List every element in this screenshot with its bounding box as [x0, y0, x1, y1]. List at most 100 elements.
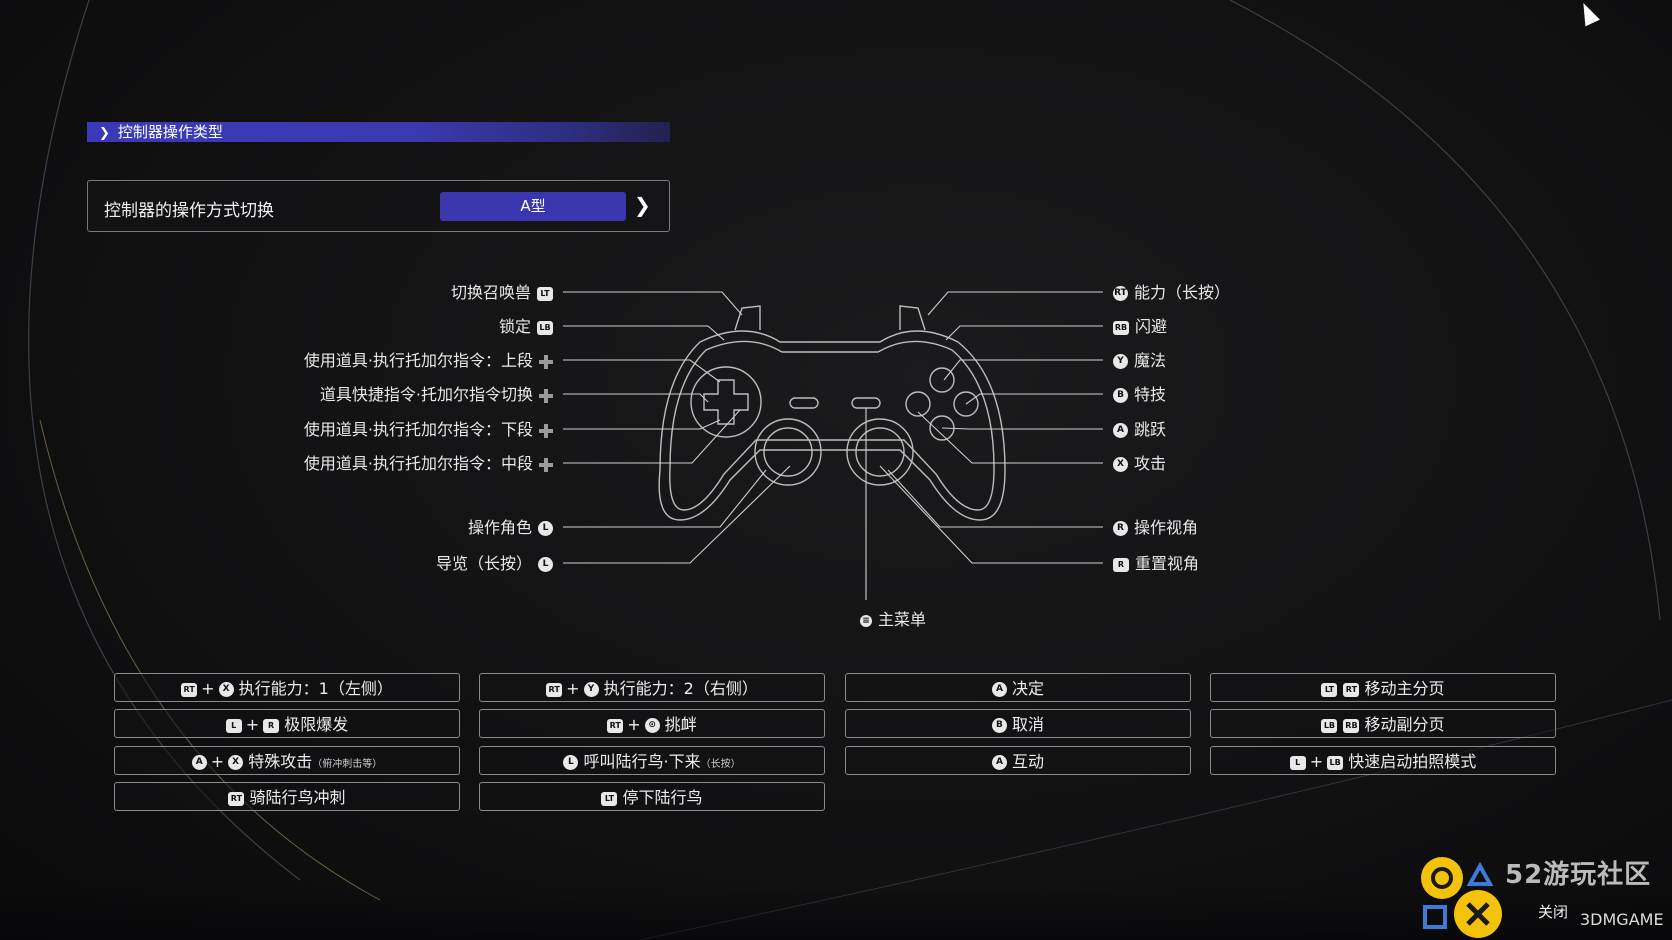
cmd-text: 骑陆行鸟冲刺 [249, 788, 346, 807]
toggle-label: 控制器的操作方式切换 [104, 201, 274, 221]
a-button-icon: A [1113, 423, 1128, 438]
gamepad-body-inner [669, 340, 995, 511]
rb-button-icon: RB [1343, 718, 1360, 733]
dpad-cross [703, 379, 749, 425]
left-stick-outer [754, 418, 822, 486]
toggle-value[interactable]: A型 [440, 192, 626, 221]
cmd-text: 快速启动拍照模式 [1348, 752, 1477, 771]
a-button-icon: A [191, 755, 207, 770]
label-item-switch: 道具快捷指令·托加尔指令切换 [320, 384, 553, 406]
rt-button-icon: RT [181, 682, 198, 697]
right-stick-icon: R [1113, 521, 1128, 536]
label-item-upper: 使用道具·执行托加尔指令：上段 [304, 350, 553, 372]
left-stick-press-icon: L [1289, 755, 1306, 770]
label-text: 闪避 [1135, 317, 1168, 336]
section-header: ❯ 控制器操作类型 [87, 122, 670, 142]
arc-right [1229, 0, 1661, 621]
right-trigger [899, 305, 926, 331]
right-stick-press-icon: R [263, 718, 280, 733]
label-guide: 导览（长按）L [436, 553, 553, 575]
playstation-shapes-icon [1421, 857, 1502, 938]
y-button-icon: Y [583, 682, 599, 697]
rt-button-icon: RT [607, 718, 624, 733]
x-button-icon: X [1113, 457, 1128, 472]
rb-button-icon: RB [1113, 320, 1129, 335]
lb-button-icon: LB [537, 320, 553, 335]
cmd-text: 停下陆行鸟 [622, 788, 703, 807]
label-text: 主菜单 [878, 610, 927, 629]
label-main-menu: ≡ 主菜单 [860, 609, 926, 631]
cmd-taunt: RT+⊙ 挑衅 [479, 709, 825, 738]
cmd-text: 决定 [1012, 679, 1045, 698]
label-lock-on: 锁定 LB [499, 316, 553, 338]
label-dodge: RB 闪避 [1113, 316, 1167, 338]
face-x [905, 391, 931, 417]
lt-button-icon: LT [601, 791, 618, 806]
cmd-text: 挑衅 [664, 715, 697, 734]
label-text: 能力（长按） [1134, 283, 1231, 302]
next-arrow-icon[interactable]: ❯ [634, 193, 651, 217]
x-button-icon: X [228, 755, 244, 770]
close-hint[interactable]: 关闭 [1538, 901, 1568, 922]
label-text: 操作视角 [1134, 518, 1199, 537]
dpad-down-icon [539, 423, 553, 438]
label-text: 道具快捷指令·托加尔指令切换 [319, 385, 533, 404]
label-text: 特技 [1134, 385, 1167, 404]
menu-button-icon: ≡ [860, 614, 872, 627]
label-text: 使用道具·执行托加尔指令：中段 [303, 454, 533, 473]
dpad-left-icon [539, 388, 553, 403]
right-stick-press-icon: R [1113, 557, 1129, 572]
left-stick-inner [763, 427, 813, 477]
label-text: 锁定 [498, 317, 531, 336]
left-trigger [734, 305, 761, 331]
menu-button [851, 397, 881, 409]
label-camera: R 操作视角 [1113, 517, 1198, 539]
cmd-cancel: B 取消 [845, 709, 1191, 738]
rt-button-icon: RT [546, 682, 563, 697]
control-type-toggle[interactable]: 控制器的操作方式切换 A型 ❯ [87, 180, 670, 232]
arc-left [28, 0, 301, 881]
cmd-limit-break: L+R 极限爆发 [114, 709, 460, 738]
right-stick-outer [846, 418, 914, 486]
cmd-text: 极限爆发 [284, 715, 349, 734]
cmd-text: 呼叫陆行鸟·下来 [583, 752, 701, 771]
label-item-middle: 使用道具·执行托加尔指令：中段 [304, 453, 553, 475]
cmd-text: 取消 [1012, 715, 1045, 734]
cmd-text: 执行能力：1（左侧） [238, 679, 393, 698]
b-button-icon: B [991, 718, 1007, 733]
cmd-text: 移动主分页 [1364, 679, 1445, 698]
cmd-text: 执行能力：2（右侧） [603, 679, 758, 698]
chevron-right-icon: ❯ [99, 126, 110, 141]
brand-name: 3DMGAME [1580, 910, 1664, 929]
rt-button-icon: RT [1343, 682, 1360, 697]
label-text: 攻击 [1134, 454, 1167, 473]
view-button-icon: ⊙ [644, 718, 660, 733]
y-button-icon: Y [1113, 354, 1128, 369]
dpad-up-icon [539, 354, 553, 369]
lb-button-icon: LB [1321, 718, 1338, 733]
cmd-confirm: A 决定 [845, 673, 1191, 702]
face-y [929, 367, 955, 393]
label-text: 导览（长按） [435, 554, 532, 573]
cmd-text: 特殊攻击 [248, 752, 313, 771]
label-text: 使用道具·执行托加尔指令：下段 [303, 420, 533, 439]
rt-button-icon: RT [1113, 286, 1128, 301]
cmd-interact: A 互动 [845, 746, 1191, 775]
rt-button-icon: RT [228, 791, 245, 806]
view-button [789, 397, 819, 409]
close-label[interactable]: 关闭 [1538, 903, 1569, 921]
cmd-stop-chocobo: LT 停下陆行鸟 [479, 782, 825, 811]
gamepad-outline [658, 305, 1006, 521]
dpad-ring [690, 366, 762, 438]
section-title: 控制器操作类型 [117, 123, 223, 141]
footer-bar [0, 888, 1672, 940]
label-attack: X 攻击 [1113, 453, 1166, 475]
